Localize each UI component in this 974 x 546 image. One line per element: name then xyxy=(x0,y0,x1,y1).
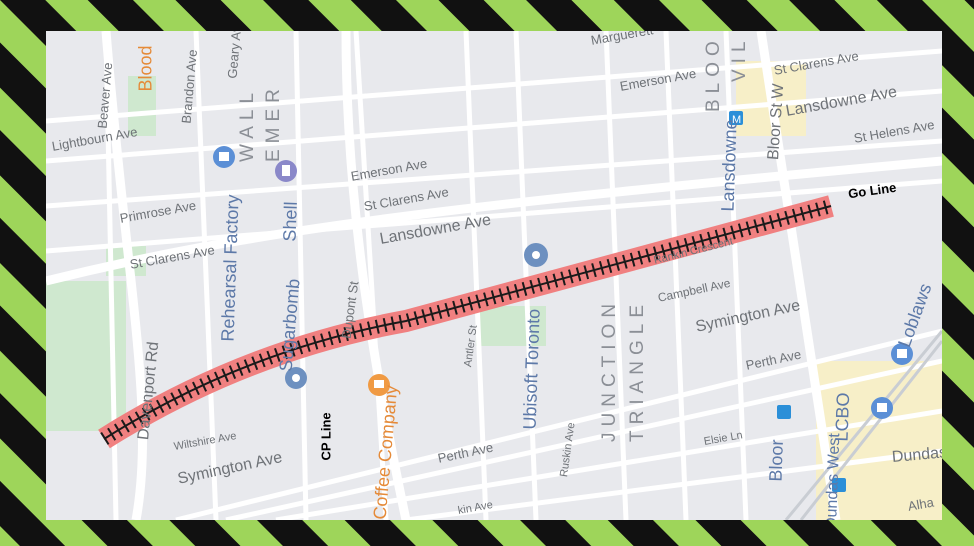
commercial-area xyxy=(816,361,942,520)
poi-pin-icon[interactable] xyxy=(285,367,307,389)
subway-icon[interactable] xyxy=(832,478,846,492)
poi-label[interactable]: Blood xyxy=(135,45,156,92)
bus-icon[interactable] xyxy=(777,405,791,419)
shopping-icon[interactable] xyxy=(891,343,913,365)
poi-label[interactable]: Bloor xyxy=(765,439,787,482)
district-label: WALL xyxy=(237,86,258,162)
coffee-icon[interactable] xyxy=(368,374,390,396)
poi-label[interactable]: Shell xyxy=(279,201,301,242)
district-label: BLOO xyxy=(703,35,724,112)
shopping-icon[interactable] xyxy=(871,397,893,419)
poi-label[interactable]: Ubisoft Toronto xyxy=(519,308,544,430)
map-view[interactable]: M Marguerett Emerson Ave St Clarens Ave … xyxy=(46,31,942,520)
cp-line-annotation: CP Line xyxy=(318,412,334,461)
poi-pin-icon[interactable] xyxy=(213,146,235,168)
poi-label[interactable]: Lansdowne xyxy=(717,119,741,212)
rail-ties xyxy=(100,199,833,445)
svg-text:M: M xyxy=(732,114,741,126)
district-label: TRIANGLE xyxy=(627,298,648,442)
district-label: EMER xyxy=(263,83,284,162)
poi-label[interactable]: Dundas West xyxy=(823,432,844,520)
district-label: VIL xyxy=(729,35,750,82)
subway-icon[interactable]: M xyxy=(729,111,743,126)
park-area xyxy=(128,76,156,136)
poi-pin-icon[interactable] xyxy=(524,243,548,267)
map-base: M xyxy=(46,31,942,520)
district-label: JUNCTION xyxy=(599,297,620,442)
park-area xyxy=(476,306,546,346)
poi-pin-icon[interactable] xyxy=(275,160,297,182)
